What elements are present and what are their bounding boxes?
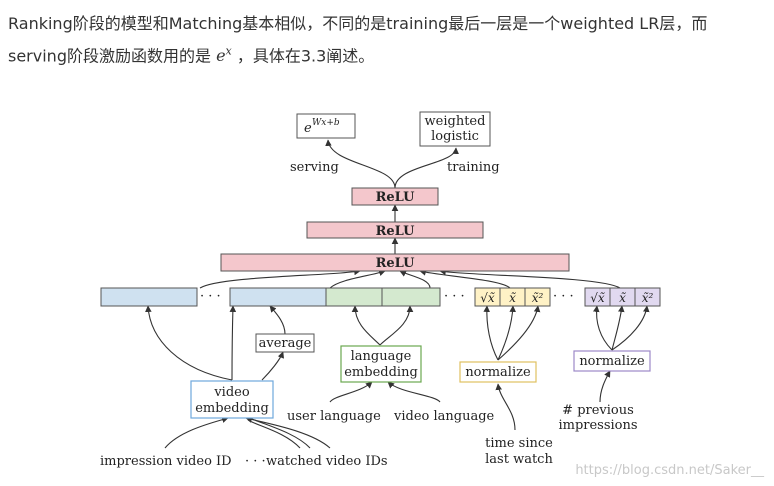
impression-video-id-label: impression video ID — [100, 454, 232, 469]
average-label: average — [259, 336, 312, 351]
intro-paragraph: Ranking阶段的模型和Matching基本相似，不同的是training最后… — [8, 10, 768, 70]
dots-3: · · · — [553, 289, 574, 304]
relu-layer-top: ReLU — [351, 187, 439, 206]
relu-layer-middle: ReLU — [306, 221, 484, 239]
video-language-label: video language — [393, 409, 495, 424]
time-since-line-2: last watch — [485, 452, 553, 467]
time-sqrt-label: √x̃ — [480, 291, 495, 305]
training-output-line-2: logistic — [431, 129, 479, 144]
impression-xsq-cell — [634, 287, 661, 307]
relu-bottom-label: ReLU — [376, 256, 416, 271]
intro-line-2: serving阶段激励函数用的是 ex ，具体在3.3阐述。 — [8, 38, 768, 70]
math-base: e — [216, 46, 226, 66]
video-embedding-line-2: embedding — [195, 401, 269, 416]
previous-impressions-line-2: impressions — [558, 418, 637, 433]
previous-impressions-line-1: # previous — [562, 403, 634, 418]
video-embedding-line-1: video — [213, 385, 250, 400]
embedding-row: · · · · · · √x̃ x̃ x̃² · · · √x̃ x̃ x̃² — [100, 287, 661, 307]
time-since-line-1: time since — [485, 436, 553, 451]
relu-top-label: ReLU — [376, 190, 416, 205]
language-segment-1 — [325, 287, 383, 307]
watched-video-ids-label: watched video IDs — [266, 454, 388, 469]
serving-output-exponent: Wx+b — [312, 118, 340, 128]
connection-arrows — [145, 139, 650, 449]
language-embedding-box: language embedding — [340, 345, 422, 383]
intro-line-2-end: ，具体在3.3阐述。 — [231, 46, 375, 66]
language-embedding-line-1: language — [351, 349, 412, 364]
training-output-line-1: weighted — [425, 114, 486, 129]
average-box: average — [255, 333, 315, 353]
dots-2: · · · — [444, 289, 465, 304]
serving-output-box: e Wx+b — [296, 113, 356, 139]
intro-line-2-start: serving阶段激励函数用的是 — [8, 46, 217, 66]
impression-x-label: x̃ — [619, 291, 626, 305]
normalize-box-impressions: normalize — [573, 350, 651, 372]
relu-layer-bottom: ReLU — [220, 253, 570, 272]
math-e-x: ex — [216, 45, 232, 66]
normalize-time-label: normalize — [465, 365, 531, 380]
normalize-impressions-label: normalize — [579, 354, 645, 369]
relu-middle-label: ReLU — [376, 224, 416, 239]
time-xsq-label: x̃² — [532, 291, 544, 305]
math-exponent: x — [225, 45, 232, 58]
language-embedding-line-2: embedding — [344, 365, 418, 380]
user-language-label: user language — [287, 409, 381, 424]
training-output-box: weighted logistic — [419, 111, 491, 147]
ids-dots: · · · — [245, 454, 266, 469]
time-x-label: x̃ — [509, 291, 516, 305]
normalize-box-time: normalize — [459, 361, 537, 383]
intro-line-1: Ranking阶段的模型和Matching基本相似，不同的是training最后… — [8, 14, 708, 33]
impression-xsq-label: x̃² — [642, 291, 654, 305]
serving-label: serving — [290, 160, 339, 175]
watch-embedding-segment-left — [100, 287, 198, 307]
impression-sqrt-label: √x̃ — [590, 291, 605, 305]
training-label: training — [447, 160, 500, 175]
time-xsq-cell — [524, 287, 551, 307]
video-embedding-box: video embedding — [190, 380, 274, 419]
serving-output-base: e — [304, 121, 312, 136]
watch-embedding-segment-right — [229, 287, 327, 307]
watermark: https://blog.csdn.net/Saker__ — [575, 463, 764, 478]
language-segment-2 — [381, 287, 441, 307]
dots-1: · · · — [200, 289, 221, 304]
